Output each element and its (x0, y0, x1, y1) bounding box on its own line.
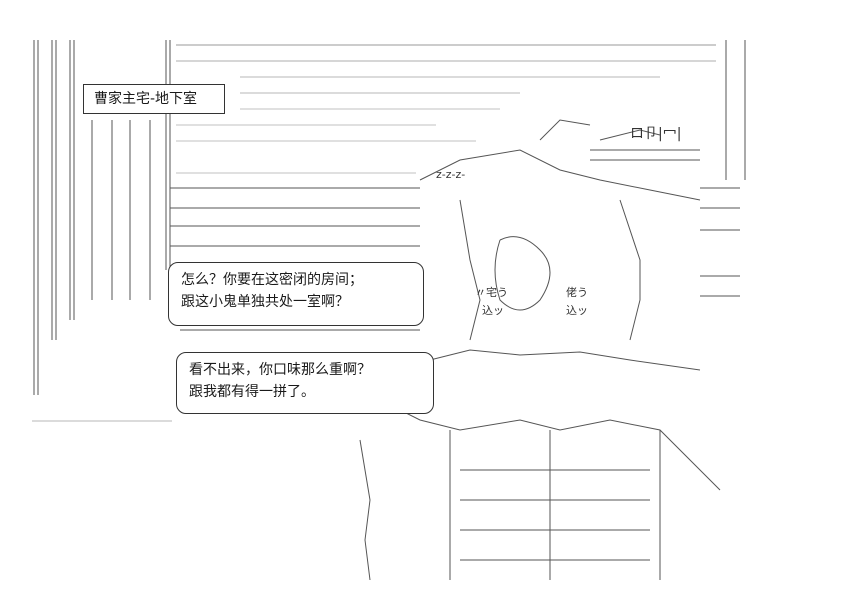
art-label-bang2: 佬う (566, 285, 588, 299)
art-label-bang: 〃宅う (475, 285, 508, 299)
speech-line: 跟我都有得一拼了。 (189, 384, 315, 400)
speech-line: 怎么？你要在这密闭的房间； (181, 272, 363, 288)
speech-line: 看不出来，你口味那么重啊？ (189, 362, 371, 378)
art-sound-text: z‐z‐z‐ (436, 168, 465, 181)
art-label-shock: 込ッ (482, 304, 504, 317)
art-sign-text: ロ卩|冖| (630, 126, 681, 142)
location-label-text: 曹家主宅-地下室 (94, 91, 198, 107)
art-label-shock2: 込ッ (566, 304, 588, 317)
speech-line: 跟这小鬼单独共处一室啊？ (181, 294, 349, 310)
speech-bubble: 看不出来，你口味那么重啊？ 跟我都有得一拼了。 (176, 352, 434, 414)
speech-bubble: 怎么？你要在这密闭的房间； 跟这小鬼单独共处一室啊？ (168, 262, 424, 326)
location-label: 曹家主宅-地下室 (83, 84, 225, 114)
